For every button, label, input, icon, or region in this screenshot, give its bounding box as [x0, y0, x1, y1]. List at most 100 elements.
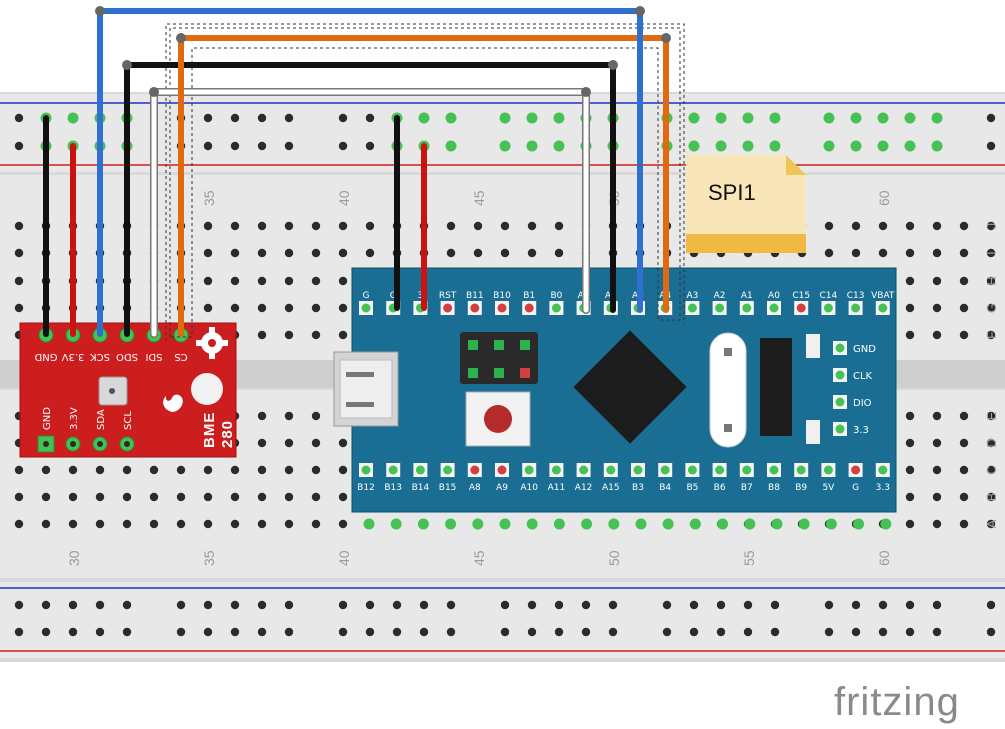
breadboard-hole[interactable]	[959, 519, 969, 529]
breadboard-hole[interactable]	[338, 248, 348, 258]
breadboard-hole[interactable]	[986, 600, 996, 610]
mcu-top-pin[interactable]	[685, 301, 700, 315]
mcu-top-pin[interactable]	[359, 301, 373, 315]
mcu-bottom-pin[interactable]	[712, 463, 727, 477]
mcu-bottom-pin[interactable]	[495, 463, 509, 477]
breadboard-hole[interactable]	[824, 600, 834, 610]
mcu-bottom-pin[interactable]	[767, 463, 781, 477]
breadboard-hole[interactable]	[311, 330, 321, 340]
breadboard-hole[interactable]	[662, 627, 672, 637]
breadboard-hole[interactable]	[365, 113, 375, 123]
breadboard-hole[interactable]	[68, 600, 78, 610]
breadboard-hole[interactable]	[553, 140, 565, 152]
breadboard-hole[interactable]	[68, 492, 78, 502]
breadboard-hole[interactable]	[363, 518, 375, 530]
breadboard-hole[interactable]	[743, 627, 753, 637]
breadboard-hole[interactable]	[257, 221, 267, 231]
mcu-bottom-pin[interactable]	[658, 463, 673, 477]
breadboard-hole[interactable]	[122, 519, 132, 529]
mcu-top-pin[interactable]	[712, 301, 727, 315]
breadboard-hole[interactable]	[68, 519, 78, 529]
breadboard-hole[interactable]	[95, 492, 105, 502]
breadboard-hole[interactable]	[14, 519, 24, 529]
mcu-top-pin[interactable]	[549, 301, 564, 315]
breadboard-hole[interactable]	[95, 627, 105, 637]
breadboard-hole[interactable]	[257, 113, 267, 123]
breadboard-hole[interactable]	[14, 465, 24, 475]
breadboard-hole[interactable]	[257, 276, 267, 286]
mcu-bottom-pin[interactable]	[386, 463, 401, 477]
breadboard-hole[interactable]	[932, 330, 942, 340]
mcu-bottom-pin[interactable]	[685, 463, 700, 477]
breadboard-hole[interactable]	[931, 140, 943, 152]
breadboard-hole[interactable]	[715, 112, 727, 124]
breadboard-hole[interactable]	[419, 627, 429, 637]
cs-wire[interactable]	[178, 35, 669, 337]
breadboard-hole[interactable]	[338, 600, 348, 610]
breadboard-hole[interactable]	[904, 140, 916, 152]
breadboard-hole[interactable]	[122, 627, 132, 637]
sck-wire[interactable]	[97, 8, 643, 337]
breadboard-hole[interactable]	[176, 519, 186, 529]
breadboard-hole[interactable]	[526, 518, 538, 530]
breadboard-hole[interactable]	[257, 438, 267, 448]
breadboard-hole[interactable]	[311, 438, 321, 448]
mcu-bottom-pin[interactable]	[848, 463, 863, 477]
breadboard-hole[interactable]	[878, 248, 888, 258]
breadboard-hole[interactable]	[446, 600, 456, 610]
breadboard-hole[interactable]	[932, 627, 942, 637]
breadboard-hole[interactable]	[203, 248, 213, 258]
boot-jumper-header[interactable]	[460, 332, 538, 384]
breadboard-hole[interactable]	[14, 141, 24, 151]
breadboard-hole[interactable]	[257, 303, 267, 313]
breadboard-hole[interactable]	[905, 627, 915, 637]
breadboard-hole[interactable]	[986, 276, 996, 286]
breadboard-hole[interactable]	[14, 221, 24, 231]
breadboard-hole[interactable]	[41, 492, 51, 502]
breadboard-hole[interactable]	[608, 627, 618, 637]
breadboard-hole[interactable]	[527, 627, 537, 637]
breadboard-hole[interactable]	[257, 600, 267, 610]
breadboard-hole[interactable]	[770, 627, 780, 637]
breadboard-hole[interactable]	[499, 140, 511, 152]
breadboard-hole[interactable]	[338, 492, 348, 502]
mcu-top-pin[interactable]	[467, 301, 482, 315]
breadboard-hole[interactable]	[932, 411, 942, 421]
breadboard-hole[interactable]	[932, 519, 942, 529]
breadboard-hole[interactable]	[284, 141, 294, 151]
breadboard-hole[interactable]	[905, 600, 915, 610]
breadboard-hole[interactable]	[986, 411, 996, 421]
breadboard-hole[interactable]	[257, 492, 267, 502]
breadboard-hole[interactable]	[715, 140, 727, 152]
breadboard-hole[interactable]	[880, 518, 892, 530]
breadboard-hole[interactable]	[14, 492, 24, 502]
mcu-top-pin[interactable]	[495, 301, 509, 315]
breadboard-hole[interactable]	[986, 303, 996, 313]
breadboard-hole[interactable]	[311, 465, 321, 475]
breadboard-hole[interactable]	[932, 221, 942, 231]
breadboard-hole[interactable]	[203, 492, 213, 502]
breadboard-hole[interactable]	[500, 600, 510, 610]
breadboard-hole[interactable]	[905, 303, 915, 313]
mcu-bottom-pin[interactable]	[549, 463, 564, 477]
breadboard-hole[interactable]	[553, 112, 565, 124]
breadboard-hole[interactable]	[527, 248, 537, 258]
breadboard-hole[interactable]	[851, 248, 861, 258]
breadboard-hole[interactable]	[392, 600, 402, 610]
mcu-top-pin[interactable]	[794, 301, 809, 315]
breadboard-hole[interactable]	[986, 141, 996, 151]
breadboard-hole[interactable]	[230, 141, 240, 151]
breadboard-hole[interactable]	[905, 276, 915, 286]
breadboard-hole[interactable]	[311, 248, 321, 258]
breadboard-hole[interactable]	[392, 627, 402, 637]
breadboard-hole[interactable]	[230, 248, 240, 258]
breadboard-hole[interactable]	[149, 492, 159, 502]
breadboard-hole[interactable]	[986, 113, 996, 123]
breadboard-hole[interactable]	[878, 627, 888, 637]
breadboard-hole[interactable]	[338, 465, 348, 475]
breadboard-hole[interactable]	[554, 248, 564, 258]
breadboard-hole[interactable]	[554, 221, 564, 231]
breadboard-hole[interactable]	[769, 112, 781, 124]
breadboard-hole[interactable]	[608, 518, 620, 530]
mcu-bottom-pin[interactable]	[875, 463, 890, 477]
